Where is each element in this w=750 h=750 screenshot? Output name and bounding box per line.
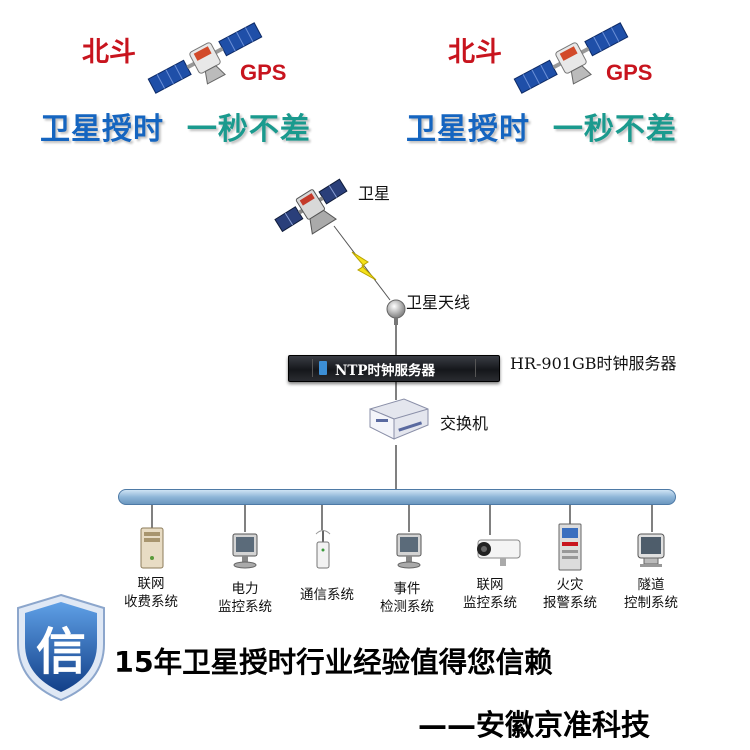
beidou-label: 北斗 [82,37,136,68]
router-icon [315,530,331,569]
antenna-icon [386,299,406,325]
gps-label: GPS [606,60,653,85]
client-label-6: 火灾 报警系统 [543,577,597,611]
cctv-camera-icon [477,539,521,566]
fire-alarm-cabinet-icon [558,523,582,571]
shield-char: 信 [36,623,86,681]
server-left-ears [292,359,313,377]
slogan-part-a: 卫星授时 [406,112,530,147]
banner-left: 北斗 GPS 卫星授时 一秒不差 [30,20,360,150]
client-label-2: 电力 监控系统 [218,581,272,615]
computer-tower-icon [140,527,164,569]
trust-shield-icon [17,593,105,702]
satellite-icon [147,22,263,94]
server-panel-label: NTP时钟服务器 [335,363,436,379]
diagram-satellite-icon [274,178,348,235]
ntp-server: NTP时钟服务器 [288,355,500,382]
slogan-part-b: 一秒不差 [552,112,677,147]
switch-icon [369,398,429,440]
slogan: 卫星授时 一秒不差 [406,104,677,148]
slogan: 卫星授时 一秒不差 [40,104,311,148]
company-name: ——安徽京准科技 [418,708,651,742]
crt-monitor-icon [637,533,665,567]
slogan-part-b: 一秒不差 [186,112,311,147]
signal-lightning-icon [333,225,391,301]
antenna-label: 卫星天线 [406,293,471,312]
client-label-5: 联网 监控系统 [463,577,517,611]
client-label-7: 隧道 控制系统 [624,577,678,611]
network-bus-bar [118,489,676,505]
server-display [319,361,327,375]
computer-monitor-icon [396,533,422,569]
satellite-label: 卫星 [358,184,391,203]
client-label-4: 事件 检测系统 [380,581,434,615]
banner-right: 北斗 GPS 卫星授时 一秒不差 [396,20,736,150]
satellite-icon [513,22,629,94]
slogan-part-a: 卫星授时 [40,112,164,147]
client-label-3: 通信系统 [300,587,354,603]
gps-label: GPS [240,60,287,85]
computer-monitor-icon [232,533,258,569]
server-model-label: HR-901GB时钟服务器 [510,354,677,373]
switch-label: 交换机 [440,414,489,433]
beidou-label: 北斗 [448,37,502,68]
server-right-ears [475,359,496,377]
trust-statement: 15年卫星授时行业经验值得您信赖 [114,646,553,679]
client-label-1: 联网 收费系统 [124,576,178,610]
